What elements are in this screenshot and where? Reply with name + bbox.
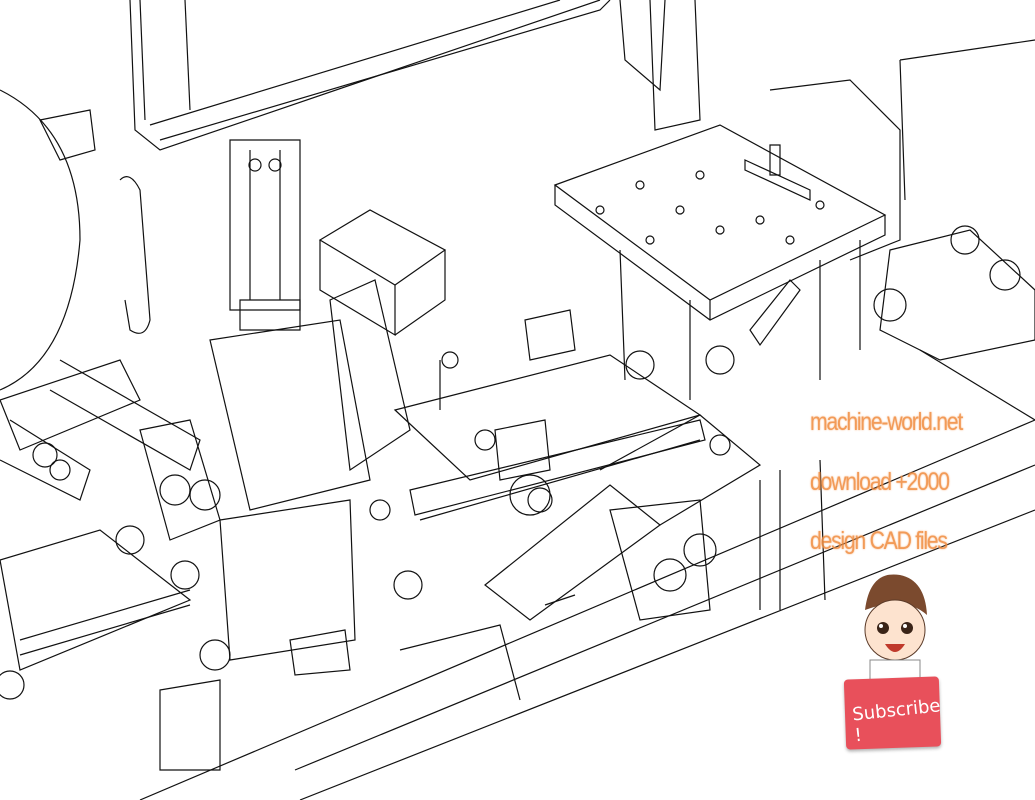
watermark-download: download +2000 bbox=[810, 468, 950, 496]
angled-cylinder bbox=[318, 209, 447, 472]
disk bbox=[0, 89, 81, 391]
watermark-cad-files: design CAD files bbox=[810, 527, 948, 555]
cartoon-boy-mascot-icon bbox=[864, 574, 927, 681]
base-frame bbox=[139, 419, 1035, 800]
left-arms bbox=[0, 359, 221, 541]
left-rail bbox=[0, 525, 231, 771]
right-assembly bbox=[879, 39, 1035, 421]
angled-arm bbox=[484, 279, 801, 621]
top-plate bbox=[553, 79, 907, 400]
top-frame bbox=[129, 0, 701, 151]
slide-table bbox=[393, 309, 706, 521]
subscribe-label: Subscribe ! bbox=[851, 695, 942, 747]
watermark-site: machine-world.net bbox=[810, 408, 963, 436]
vertical-cylinder bbox=[229, 139, 301, 331]
subscribe-badge[interactable]: Subscribe ! bbox=[843, 676, 942, 750]
